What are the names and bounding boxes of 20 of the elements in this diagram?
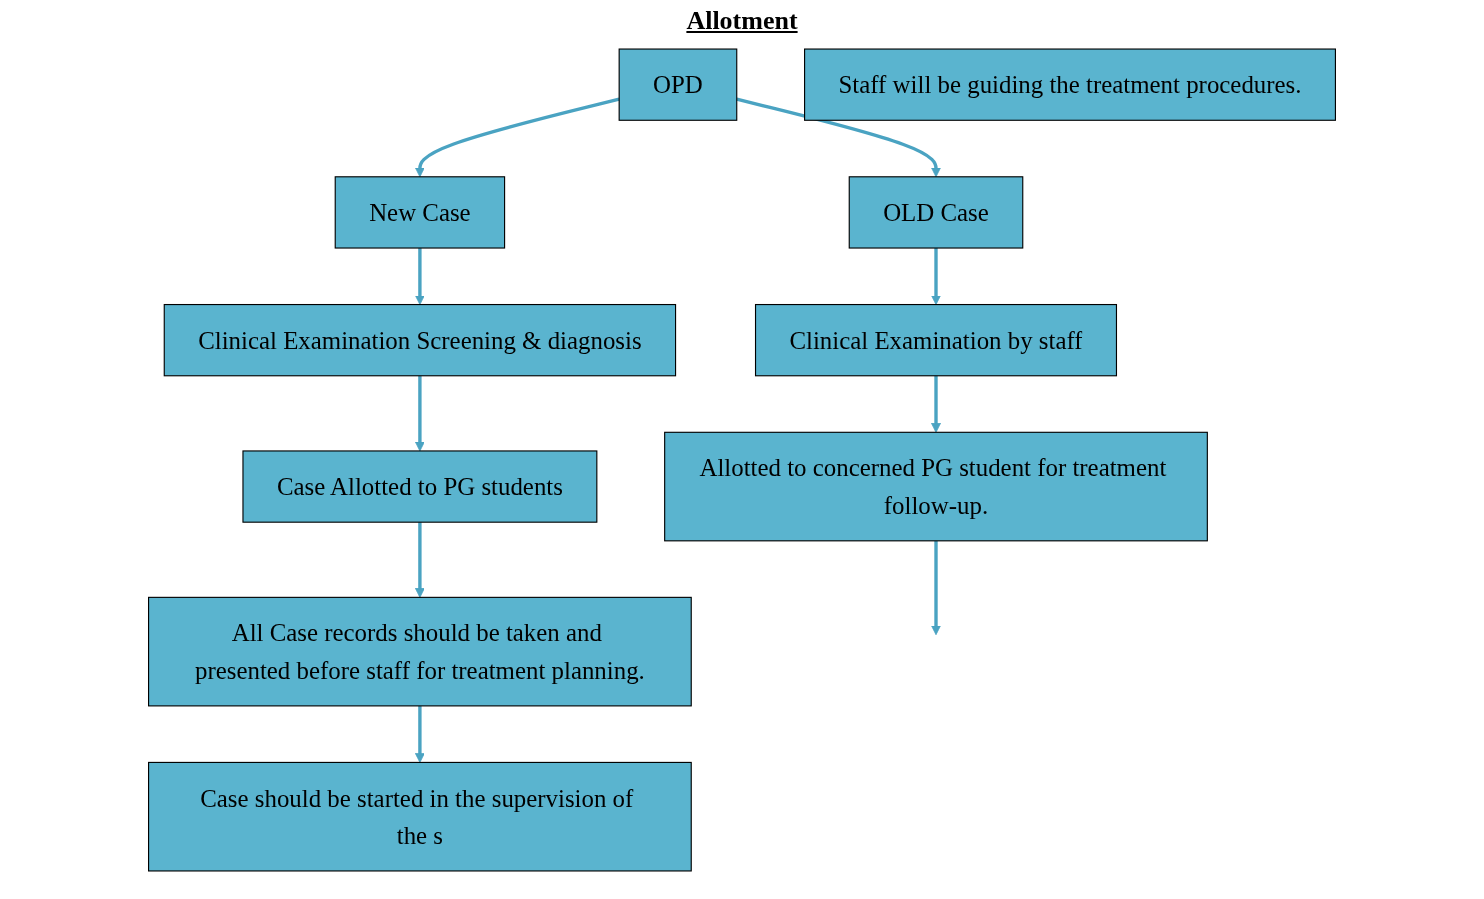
- arrow: [931, 248, 941, 305]
- arrow: [736, 97, 941, 178]
- node-box: Clinical Examination by staff: [754, 304, 1118, 377]
- node-box: OLD Case: [848, 176, 1024, 249]
- diagram-title: Allotment: [685, 6, 799, 36]
- node-box: OPD: [618, 48, 738, 121]
- node-box: Allotted to concerned PG student for treatment follow-up.: [664, 431, 1208, 542]
- node-box: New Case: [334, 176, 506, 249]
- node-box: Case should be started in the supervision of the s: [148, 761, 692, 872]
- arrow: [931, 540, 941, 636]
- arrow: [931, 375, 941, 433]
- arrow: [414, 97, 620, 178]
- arrow: [414, 522, 425, 598]
- arrow: [414, 705, 425, 763]
- node-box: All Case records should be taken and presented before staff for treatment planning.: [148, 596, 692, 707]
- node-box: Staff will be guiding the treatment procedures.: [804, 48, 1336, 121]
- arrow: [414, 248, 425, 305]
- node-box: Case Allotted to PG students: [242, 450, 598, 523]
- arrow: [414, 375, 425, 452]
- node-box: Clinical Examination Screening & diagnosis: [163, 304, 677, 377]
